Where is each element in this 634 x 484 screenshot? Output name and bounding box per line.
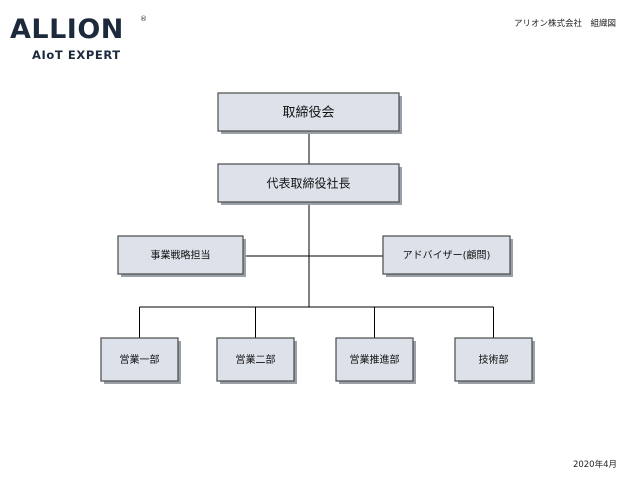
president-box: [217, 163, 400, 203]
advisor-label: アドバイザー(顧問): [403, 249, 491, 262]
board-box: [217, 92, 400, 132]
strategy-box: [117, 235, 244, 275]
salespromo-box: [335, 337, 414, 382]
sales1-box: [100, 337, 179, 382]
document-date: 2020年4月: [572, 460, 617, 470]
strategy-label: 事業戦略担当: [151, 249, 211, 262]
salespromo-label: 営業推進部: [350, 353, 400, 366]
logo-wordmark: ALLION: [10, 14, 124, 45]
tech-box: [454, 337, 533, 382]
registered-mark: ®: [140, 15, 147, 23]
sales2-label: 営業二部: [236, 353, 276, 366]
tech-label: 技術部: [479, 353, 509, 366]
document-title: アリオン株式会社 組織図: [513, 19, 616, 29]
sales2-box: [216, 337, 295, 382]
logo-tagline: AIoT EXPERT: [32, 48, 121, 62]
board-label: 取締役会: [282, 105, 334, 121]
president-label: 代表取締役社長: [266, 175, 350, 190]
sales1-label: 営業一部: [120, 353, 160, 366]
company-logo: ALLION ® AIoT EXPERT: [10, 14, 150, 66]
advisor-box: [382, 235, 511, 275]
